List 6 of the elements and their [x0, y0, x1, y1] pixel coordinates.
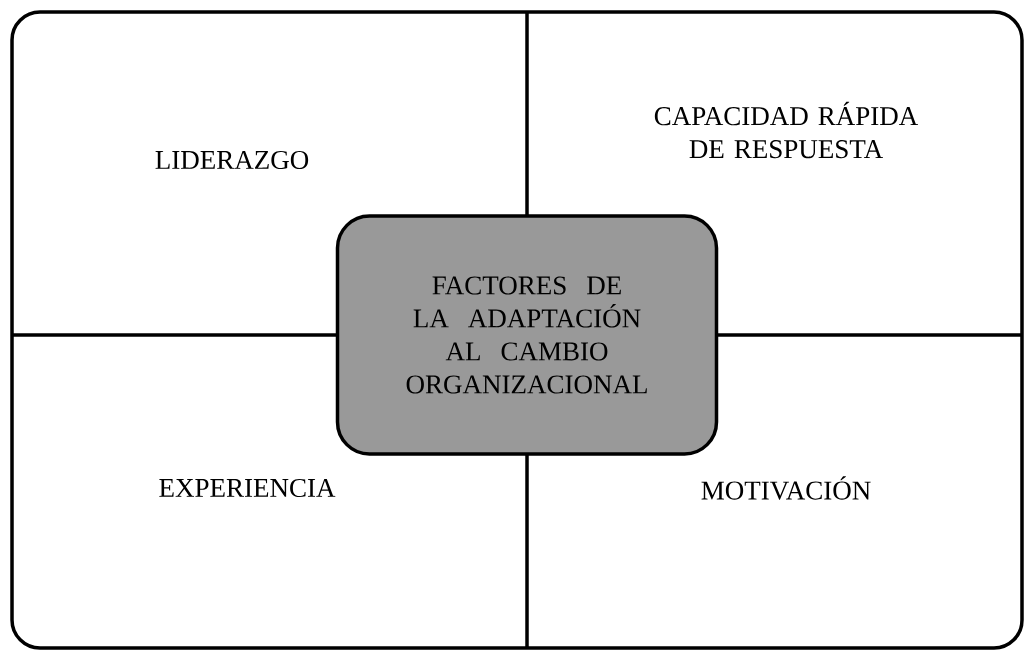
center-box: FACTORES DE LA ADAPTACIÓN AL CAMBIO ORGANIZACIONAL [335, 214, 719, 456]
quadrant-label: EXPERIENCIA [159, 478, 336, 498]
frame-box [10, 10, 1024, 650]
quadrant-label: LIDERAZGO [155, 150, 309, 170]
quadrant-label: MOTIVACIÓN [701, 476, 871, 500]
quadrant-label: CAPACIDAD RÁPIDA DE RESPUESTA [654, 101, 919, 159]
